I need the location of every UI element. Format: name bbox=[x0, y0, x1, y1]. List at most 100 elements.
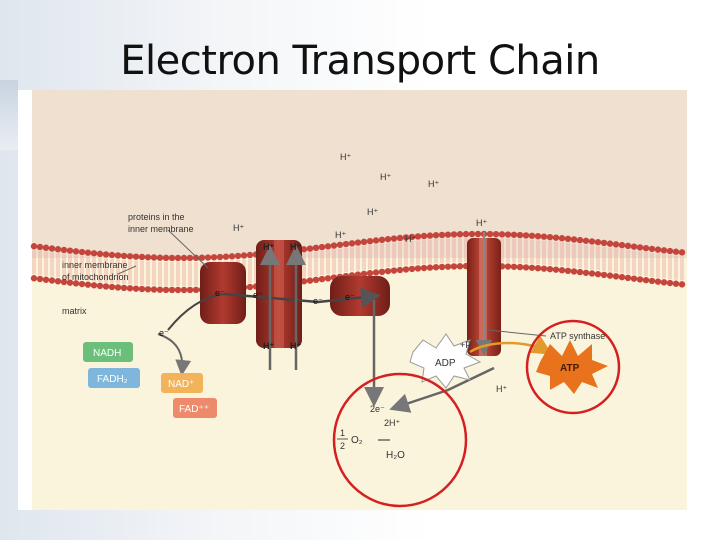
lipid-head bbox=[414, 265, 422, 272]
lipid-head bbox=[60, 278, 68, 286]
lipid-head bbox=[312, 276, 320, 284]
lipid-head bbox=[396, 234, 404, 242]
lipid-head bbox=[426, 264, 434, 271]
lipid-head bbox=[162, 254, 170, 262]
lipid-head bbox=[588, 238, 596, 245]
fad-box bbox=[173, 398, 217, 418]
lipid-head bbox=[636, 276, 644, 283]
lipid-tail bbox=[308, 252, 312, 277]
lipid-tail bbox=[116, 259, 120, 284]
lipid-head bbox=[132, 285, 140, 292]
lipid-head bbox=[450, 263, 458, 270]
lipid-head bbox=[174, 286, 182, 294]
lipid-head bbox=[318, 275, 326, 283]
lipid-tail bbox=[542, 240, 546, 265]
lipid-head bbox=[48, 277, 56, 284]
lipid-tail bbox=[86, 256, 90, 281]
lipid-head bbox=[186, 254, 194, 262]
lipid-tail bbox=[644, 252, 648, 277]
atp-synthase-label: ATP synthase bbox=[550, 331, 605, 341]
lipid-head bbox=[576, 268, 584, 276]
lipid-tail bbox=[92, 257, 96, 282]
h-ion-label: H⁺ bbox=[290, 242, 301, 252]
lipid-head bbox=[546, 233, 554, 241]
lipid-head bbox=[594, 270, 602, 278]
lipid-head bbox=[504, 263, 512, 270]
lipid-head bbox=[672, 248, 680, 255]
lipid-tail bbox=[134, 260, 138, 285]
half-numerator: 1 bbox=[340, 428, 345, 438]
lipid-tail bbox=[386, 243, 390, 268]
water-label: H₂O bbox=[386, 450, 405, 461]
lipid-tail bbox=[320, 251, 324, 276]
lipid-head bbox=[558, 235, 566, 242]
lipid-head bbox=[516, 263, 524, 271]
electron-label: e⁻ bbox=[215, 288, 225, 298]
lipid-tail bbox=[578, 244, 582, 269]
proteins-label-line1: proteins in the bbox=[128, 212, 185, 222]
lipid-head bbox=[324, 275, 332, 282]
lipid-head bbox=[78, 280, 86, 288]
proteins-label-line2: inner membrane bbox=[128, 224, 194, 234]
electron-label: e⁻ bbox=[345, 292, 355, 302]
lipid-tail bbox=[422, 240, 426, 265]
etc-diagram-svg: proteins in the inner membrane inner mem… bbox=[18, 90, 701, 510]
lipid-head bbox=[246, 251, 254, 259]
lipid-head bbox=[576, 236, 584, 244]
lipid-tail bbox=[350, 247, 354, 272]
lipid-head bbox=[144, 286, 152, 293]
lipid-head bbox=[216, 253, 224, 261]
lipid-tail bbox=[560, 242, 564, 267]
lipid-head bbox=[366, 269, 374, 277]
h-ion-label: H⁺ bbox=[428, 179, 439, 189]
fad-plus-label: FAD⁺⁺ bbox=[179, 404, 209, 415]
lipid-tail bbox=[44, 251, 48, 276]
lipid-head bbox=[300, 278, 308, 285]
lipid-head bbox=[168, 254, 176, 262]
lipid-tail bbox=[68, 254, 72, 279]
nadh-box bbox=[83, 342, 133, 362]
lipid-tail bbox=[548, 241, 552, 266]
lipid-tail bbox=[314, 251, 318, 276]
lipid-tail bbox=[398, 241, 402, 266]
fadh2-box bbox=[88, 368, 140, 388]
lipid-head bbox=[432, 264, 440, 271]
lipid-head bbox=[162, 286, 170, 294]
lipid-tail bbox=[602, 246, 606, 271]
protein-complex-1 bbox=[200, 262, 246, 324]
membrane-pointer bbox=[117, 265, 137, 275]
h-ion-label: H⁺ bbox=[263, 242, 274, 252]
lipid-tail bbox=[248, 258, 252, 283]
lipid-head bbox=[456, 263, 464, 270]
lipid-tail bbox=[536, 240, 540, 265]
lipid-head bbox=[534, 264, 542, 272]
lipid-tail bbox=[632, 250, 636, 275]
lipid-head bbox=[30, 243, 38, 250]
lipid-head bbox=[642, 276, 650, 284]
lipid-tail bbox=[140, 260, 144, 285]
lipid-head bbox=[222, 253, 230, 260]
lipid-head bbox=[54, 278, 62, 285]
slide-decoration bbox=[0, 80, 18, 150]
lipid-head bbox=[378, 268, 386, 276]
lipid-head bbox=[510, 263, 518, 270]
lipid-tail bbox=[512, 238, 516, 263]
lipid-head bbox=[36, 275, 44, 283]
half-denominator: 2 bbox=[340, 441, 345, 451]
lipid-head bbox=[474, 230, 482, 238]
lipid-head bbox=[102, 251, 110, 258]
lipid-tail bbox=[344, 248, 348, 273]
lipid-head bbox=[390, 267, 398, 274]
lipid-head bbox=[540, 233, 548, 240]
proteins-pointer bbox=[167, 229, 209, 269]
lipid-head bbox=[588, 270, 596, 277]
lipid-head bbox=[612, 241, 620, 248]
lipid-head bbox=[240, 252, 248, 259]
lipid-head bbox=[210, 254, 218, 261]
protein-complex-2 bbox=[256, 240, 302, 348]
lipid-tail bbox=[458, 238, 462, 263]
lipid-tail bbox=[188, 261, 192, 286]
matrix-label: matrix bbox=[62, 306, 87, 316]
lipid-head bbox=[96, 250, 104, 258]
fadh2-label: FADH₂ bbox=[97, 374, 128, 385]
